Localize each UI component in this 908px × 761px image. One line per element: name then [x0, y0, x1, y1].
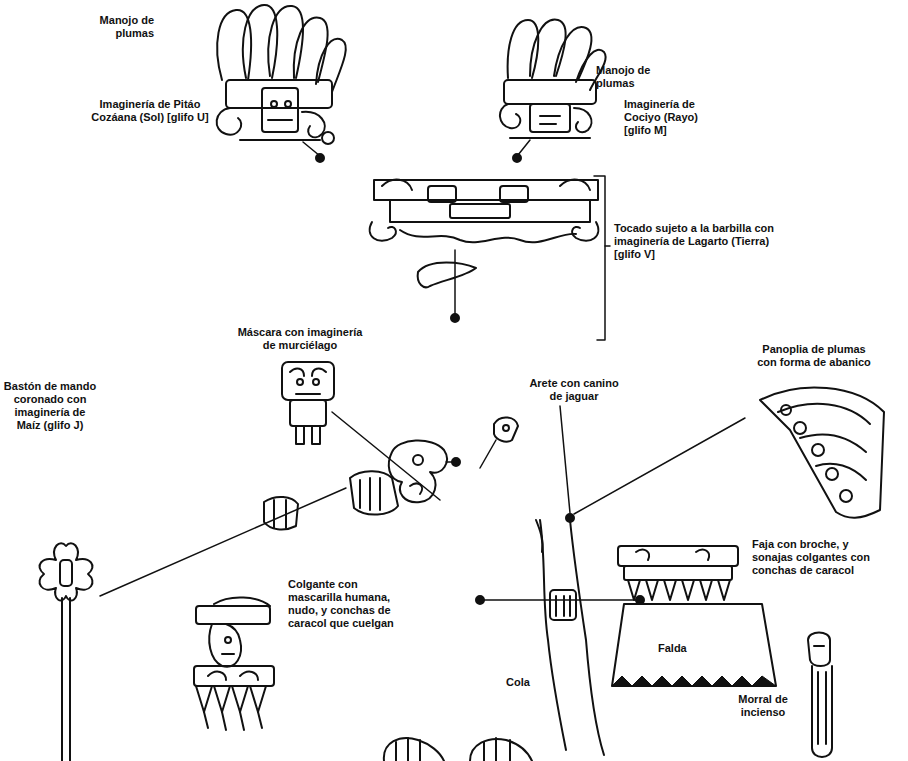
part-label: Tocado sujeto a la barbilla con imaginer…	[614, 222, 794, 261]
headdress-glyph	[370, 180, 599, 243]
part-label: Faja con broche, y sonajas colgantes con…	[752, 538, 888, 577]
part-label: Falda	[658, 642, 698, 655]
face-glyph	[389, 440, 460, 502]
chin-strap	[418, 250, 476, 322]
part-label: Manojo de plumas	[92, 14, 154, 40]
sun-glyph	[217, 80, 334, 162]
bracket	[594, 176, 610, 340]
part-label: Bastón de mando coronado con imaginería …	[2, 380, 98, 432]
part-label: Cola	[506, 676, 540, 689]
figure-feet	[384, 738, 532, 761]
part-label: Imaginería de Pitáo Cozáana (Sol) [glifo…	[88, 98, 212, 124]
part-label: Colgante con mascarilla humana, nudo, y …	[288, 578, 414, 630]
part-label: Arete con canino de jaguar	[524, 377, 624, 403]
belt	[476, 546, 738, 604]
part-label: Morral de incienso	[728, 693, 798, 719]
skirt	[612, 604, 776, 686]
figure-hand	[264, 471, 398, 529]
pendant	[194, 597, 274, 730]
earring	[480, 417, 518, 468]
feather-bundle	[217, 5, 346, 92]
lightning-glyph	[500, 80, 596, 162]
incense-bag	[808, 633, 832, 758]
part-label: Imaginería de Cociyo (Rayo) [glifo M]	[624, 98, 716, 137]
part-label: Máscara con imaginería de murciélago	[230, 326, 370, 352]
feather-fan	[760, 388, 884, 518]
part-label: Manojo de plumas	[596, 64, 660, 90]
figure-torso	[536, 406, 745, 755]
part-label: Panoplia de plumas con forma de abanico	[752, 343, 876, 369]
bat-mask	[282, 362, 440, 500]
